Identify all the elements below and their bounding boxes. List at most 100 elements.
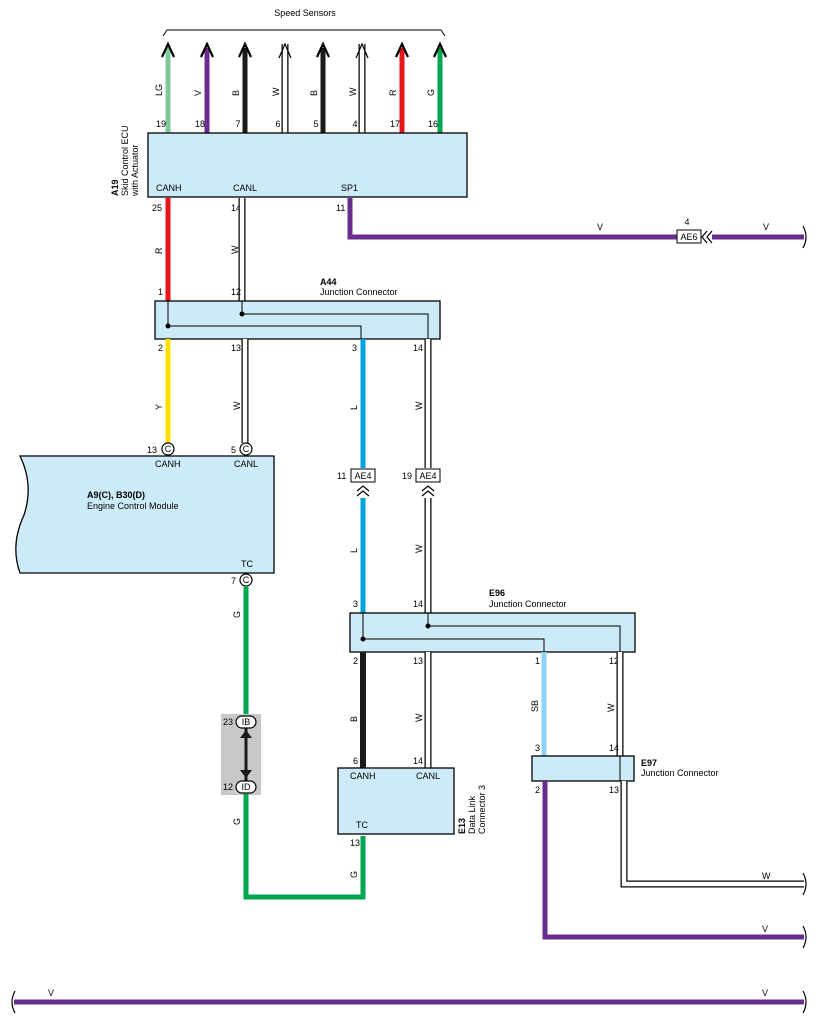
e96-pin-14: 14 <box>413 599 423 609</box>
ib-arrow-icon <box>240 730 252 738</box>
sensor-arrow-icon-6 <box>395 41 409 58</box>
ae4-l-box <box>350 468 376 483</box>
wire-v-bottom-right-label: V <box>762 988 768 998</box>
wire-w-top-label: W <box>414 401 424 410</box>
a44-bus-h <box>167 301 362 339</box>
ae4-pin-l: 11 <box>337 471 346 481</box>
e96-pin-2: 2 <box>353 656 358 666</box>
e96-pin-13: 13 <box>413 656 423 666</box>
a19-pin-canl: 14 <box>231 203 241 213</box>
a44-pin-13: 13 <box>231 343 241 353</box>
e13-name-1: Data Link <box>467 795 477 834</box>
e97-name: Junction Connector <box>641 768 719 778</box>
e96-bus-h <box>362 613 545 652</box>
a44-pin-14: 14 <box>413 343 423 353</box>
wire-y-label: Y <box>154 404 164 410</box>
sensor-pin-5: 4 <box>352 119 357 129</box>
sensor-wire-color-3: W <box>271 87 281 96</box>
sensor-wire-color-5: W <box>348 87 358 96</box>
ae4-l-chevron <box>356 485 370 497</box>
ecm-code: A9(C), B30(D) <box>87 490 145 500</box>
sensor-pin-3: 6 <box>275 119 280 129</box>
bottom-v-wire: V V <box>11 988 807 1014</box>
e96-box <box>349 612 636 653</box>
e96-splice-l <box>425 623 431 629</box>
e97-code: E97 <box>641 758 657 768</box>
e97-pin-2: 2 <box>535 785 540 795</box>
break-mark-bottom-right <box>802 990 807 1014</box>
ae6-pin: 4 <box>684 217 689 227</box>
a44-to-ae4-wires: L W <box>349 339 432 468</box>
e13-box <box>337 767 455 835</box>
speed-sensors-group: Speed Sensors LG19FL+V18FL−B7FR+W6FR−B5R… <box>154 8 449 147</box>
id-pin: 12 <box>223 782 233 792</box>
sp1-wire-color-2: V <box>763 222 769 232</box>
a44-junction-connector: A44 Junction Connector 1 12 2 13 3 14 <box>154 277 441 353</box>
sensor-wire-color-7: G <box>426 89 436 96</box>
a19-name-2: with Actuator <box>130 144 140 197</box>
a44-splice-h <box>165 323 171 329</box>
break-mark-w <box>802 872 807 896</box>
e96-to-e97-wires: SB W <box>530 652 624 756</box>
e13-pin-canh: 6 <box>353 756 358 766</box>
speed-sensors-brace <box>162 29 446 37</box>
e96-pin-1: 1 <box>535 656 540 666</box>
id-arrow-icon <box>240 770 252 778</box>
sensor-arrow-icon-4 <box>316 41 330 58</box>
a44-box <box>154 300 441 340</box>
sensor-wire-color-6: R <box>388 89 398 96</box>
e97-output-wires: W V <box>542 781 807 949</box>
ib-id-connector-group: IB ID 23 12 G G G <box>221 586 366 900</box>
ecm-conn-canl-letter: C <box>243 444 250 454</box>
sensor-pin-6: 17 <box>390 119 400 129</box>
ib-pin: 23 <box>223 717 233 727</box>
ecm-conn-tc-letter: C <box>243 575 250 585</box>
wire-l-top-label: L <box>349 405 359 410</box>
a19-term-canh: CANH <box>156 183 182 193</box>
a19-to-a44-wires: R W <box>154 198 246 301</box>
break-mark-bottom-left <box>11 990 16 1014</box>
e97-pin-14: 14 <box>609 743 619 753</box>
sensor-arrow-icon-3 <box>278 42 292 59</box>
a19-box <box>147 132 468 198</box>
ecm-conn-canh <box>161 442 175 456</box>
ae4-w-label: AE4 <box>419 471 436 481</box>
wire-v-bottom-left-label: V <box>48 988 54 998</box>
sensor-wire-color-0: LG <box>154 84 164 96</box>
sensor-pin-2: 7 <box>235 119 240 129</box>
ecm-pin-canh: 13 <box>147 445 157 455</box>
e96-pin-3: 3 <box>353 599 358 609</box>
engine-control-module: A9(C), B30(D) Engine Control Module CANH… <box>15 442 275 587</box>
sensor-arrow-icon-1 <box>200 41 214 58</box>
e96-name: Junction Connector <box>489 599 567 609</box>
a44-to-ecm-wires: Y W <box>154 339 249 443</box>
ecm-conn-canh-letter: C <box>165 444 172 454</box>
ae4-connectors: AE4 AE4 11 19 <box>337 468 441 497</box>
a44-pin-12: 12 <box>231 287 241 297</box>
wire-g-bottom <box>243 794 366 900</box>
ae4-pin-w: 19 <box>402 471 412 481</box>
break-mark-sp1 <box>802 225 807 249</box>
e13-term-tc: TC <box>356 820 368 830</box>
e96-pin-12: 12 <box>609 656 619 666</box>
sensor-pin-1: 18 <box>195 119 205 129</box>
sensor-pin-4: 5 <box>313 119 318 129</box>
a44-code: A44 <box>320 277 337 287</box>
wire-w-out-outline <box>620 781 804 888</box>
sensor-pin-7: 16 <box>428 119 438 129</box>
sp1-wire-color-1: V <box>597 222 603 232</box>
wire-w-out-label: W <box>762 871 771 881</box>
wire-v-out <box>542 781 804 940</box>
sensor-arrow-icon-5 <box>355 42 369 59</box>
a19-code: A19 <box>110 179 120 196</box>
a44-splice-l <box>239 311 245 317</box>
break-mark-v <box>802 925 807 949</box>
e97-pin-3: 3 <box>535 743 540 753</box>
a44-pin-2: 2 <box>158 343 163 353</box>
wire-g2-label: G <box>232 818 242 825</box>
id-box <box>235 780 257 794</box>
ae6-chevron <box>701 230 713 244</box>
wire-w-ecm-label: W <box>232 401 242 410</box>
e96-splice-h <box>360 636 366 642</box>
